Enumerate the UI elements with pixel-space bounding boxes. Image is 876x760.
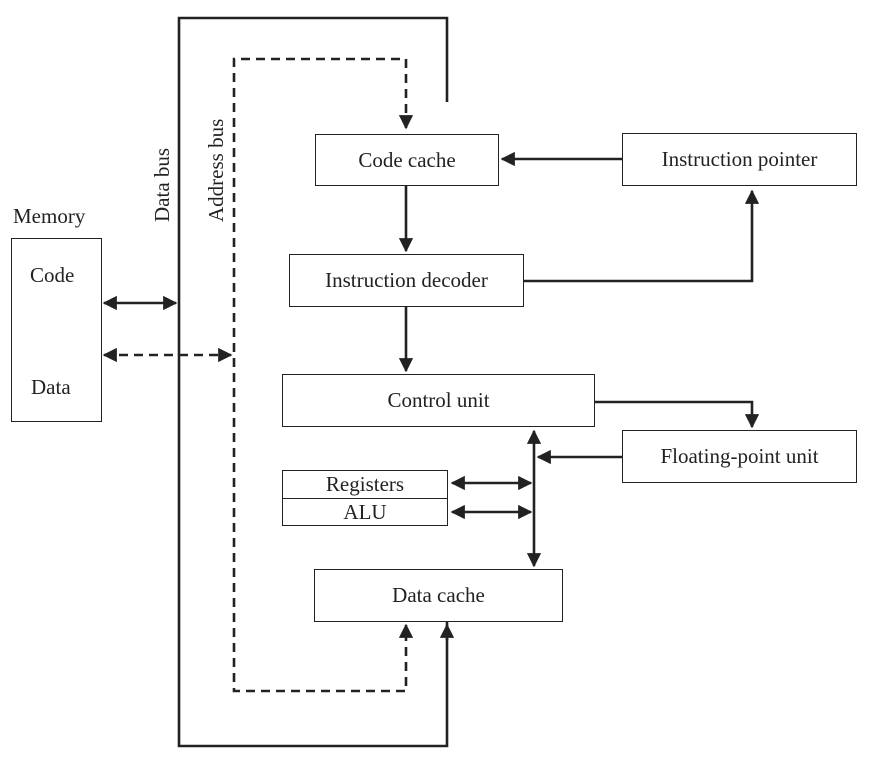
processor-frame [177,16,449,748]
memory-data-label: Data [31,375,71,399]
control-unit-block: Control unit [282,374,595,427]
alu-block: ALU [282,498,448,526]
address-bus-label: Address bus [204,118,228,222]
memory-block: Code Data [11,238,102,422]
data-bus-label: Data bus [150,147,174,222]
code-cache-block: Code cache [315,134,499,186]
memory-title: Memory [13,204,86,228]
control-unit-to-fpu-arrow [595,400,760,429]
decoder-to-pointer-arrow [524,189,760,283]
instruction-pointer-block: Instruction pointer [622,133,857,186]
data-cache-block: Data cache [314,569,563,622]
memory-code-label: Code [30,263,75,287]
address-bus-line [232,57,414,693]
registers-block: Registers [282,470,448,499]
floating-point-unit-block: Floating-point unit [622,430,857,483]
instruction-decoder-block: Instruction decoder [289,254,524,307]
